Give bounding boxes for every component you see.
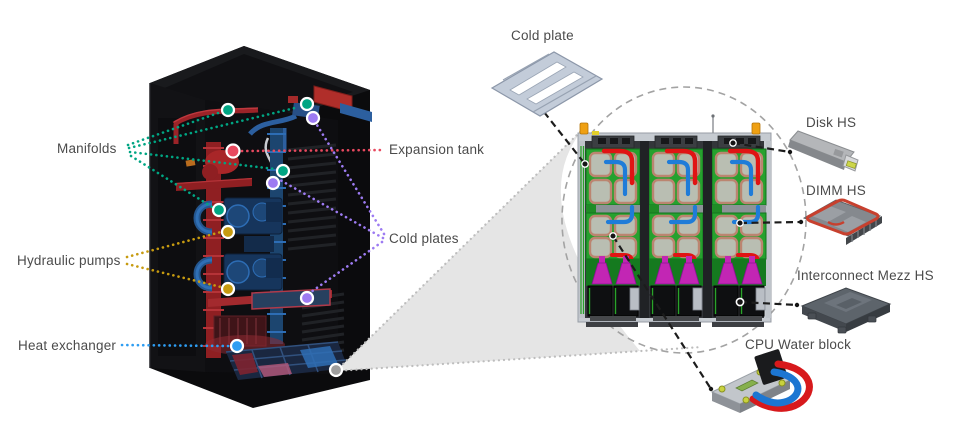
server-tray-illustration <box>577 114 772 327</box>
zoom-wedge-edges <box>334 126 704 373</box>
expansion-tank-leader-line <box>240 148 385 153</box>
interconnect-mezz-hs-leader <box>739 300 798 307</box>
label-heat-exchanger: Heat exchanger <box>18 338 117 353</box>
cpu-water-block-illustration <box>710 349 813 413</box>
cold-plates-marker <box>265 175 281 191</box>
leader-end <box>794 302 800 308</box>
hydraulic-pumps-leader-lines <box>125 230 223 289</box>
disk-hs-leader <box>732 141 791 154</box>
label-dimm-hs: DIMM HS <box>806 183 866 198</box>
leader-end <box>798 219 804 225</box>
hydraulic-pumps-marker <box>220 224 236 240</box>
manifold-marker <box>299 96 315 112</box>
label-disk-hs: Disk HS <box>806 115 857 130</box>
leader-anchor <box>736 219 744 227</box>
cold-plate-illustration <box>490 51 604 117</box>
interconnect-mezz-hs-illustration <box>800 287 892 334</box>
manifold-marker <box>211 202 227 218</box>
server-rack-illustration <box>149 46 372 408</box>
cpu-water-block-leader <box>612 235 712 390</box>
label-interconnect-mezz-hs: Interconnect Mezz HS <box>797 268 934 283</box>
zoom-origin-marker <box>328 362 344 378</box>
label-expansion-tank: Expansion tank <box>389 142 485 157</box>
cold-plates-marker <box>299 290 315 306</box>
leader-end <box>708 386 714 392</box>
manifolds-leader-lines <box>126 105 301 209</box>
dimm-hs-leader <box>739 220 802 225</box>
cold-plates-marker <box>305 110 321 126</box>
label-cpu-water-block: CPU Water block <box>745 337 852 352</box>
cold-plates-leader-lines <box>278 123 386 294</box>
label-hydraulic-pumps: Hydraulic pumps <box>17 253 121 268</box>
zoom-circle <box>561 86 807 354</box>
disk-hs-illustration <box>788 130 859 172</box>
label-cold-plates: Cold plates <box>389 231 459 246</box>
manifold-marker <box>220 102 236 118</box>
leader-anchor <box>609 232 617 240</box>
heat-exchanger-leader-line <box>120 343 231 348</box>
manifold-marker <box>275 163 291 179</box>
hydraulic-pumps-marker <box>220 281 236 297</box>
expansion-tank-marker <box>225 143 241 159</box>
leader-anchor <box>729 139 737 147</box>
leader-anchor <box>735 297 745 307</box>
label-cold-plate: Cold plate <box>511 28 574 43</box>
zoom-wedge <box>336 128 640 371</box>
heat-exchanger-marker <box>229 338 245 354</box>
leader-anchor <box>581 160 589 168</box>
leader-end <box>787 149 793 155</box>
label-manifolds: Manifolds <box>57 141 117 156</box>
dimm-hs-illustration <box>802 198 882 245</box>
